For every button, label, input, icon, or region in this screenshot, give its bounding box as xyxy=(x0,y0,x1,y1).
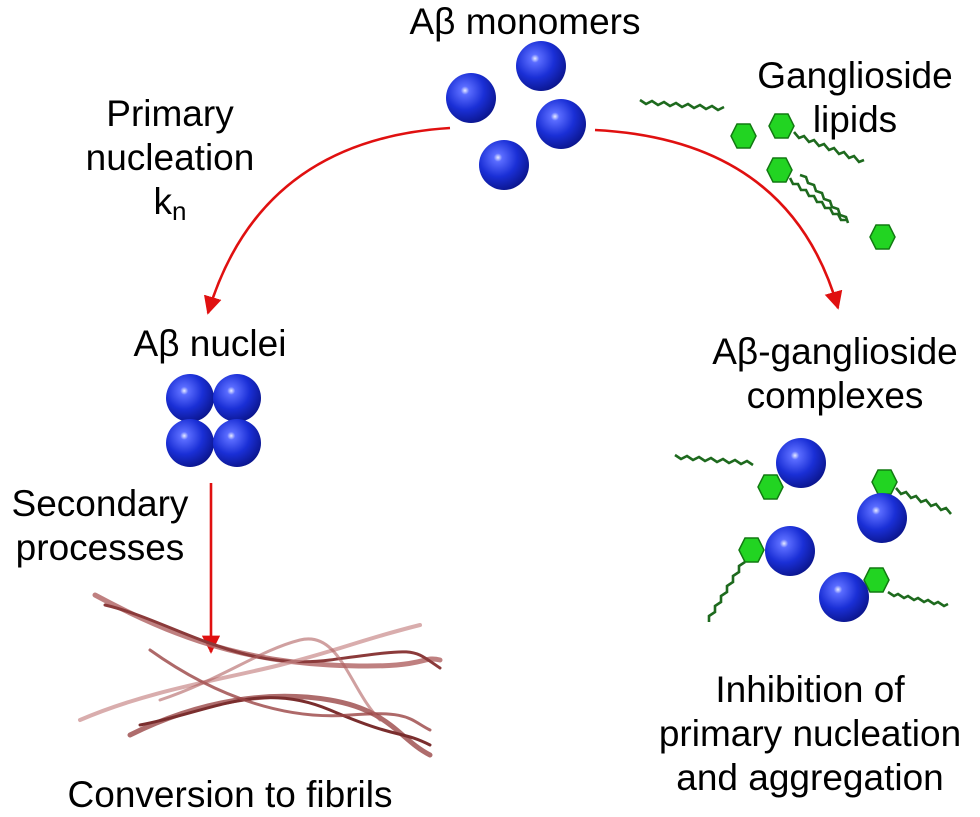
nuclei-cluster xyxy=(166,374,261,467)
nucleus-sphere-icon xyxy=(166,374,214,422)
ganglioside-icon xyxy=(639,98,757,149)
ganglioside-icon xyxy=(799,173,896,250)
ganglioside-label: Ganglioside lipids xyxy=(730,54,980,142)
complexes-label: Aβ-ganglioside complexes xyxy=(690,330,980,418)
inhibition-line1: Inhibition of xyxy=(715,669,905,710)
primary-nucleation-line1: Primary xyxy=(106,93,234,134)
complex-icon xyxy=(857,469,952,543)
ganglioside-icon xyxy=(766,157,846,222)
fibrils-icon xyxy=(78,592,443,758)
monomer-cluster xyxy=(446,41,586,190)
monomer-sphere-icon xyxy=(536,99,586,149)
primary-nucleation-line2: nucleation xyxy=(85,137,255,178)
nuclei-label: Aβ nuclei xyxy=(133,323,287,364)
ganglioside-binding-arrow xyxy=(594,128,843,310)
ganglioside-label-line1: Ganglioside xyxy=(757,55,953,96)
primary-nucleation-label: Primary nucleation kn xyxy=(60,92,280,224)
ganglioside-lipids xyxy=(639,98,896,250)
secondary-line2: processes xyxy=(15,527,185,568)
complex-icon xyxy=(707,526,815,622)
complexes-cluster xyxy=(674,438,952,622)
secondary-processes-label: Secondary processes xyxy=(0,482,200,570)
inhibition-line3: and aggregation xyxy=(676,757,944,798)
nucleus-sphere-icon xyxy=(213,374,261,422)
complex-icon xyxy=(674,438,826,500)
ganglioside-icon xyxy=(768,113,865,164)
monomer-sphere-icon xyxy=(516,41,566,91)
secondary-line1: Secondary xyxy=(11,483,189,524)
complexes-line2: complexes xyxy=(746,375,924,416)
ganglioside-label-line2: lipids xyxy=(812,99,898,140)
monomers-label: Aβ monomers xyxy=(409,1,641,42)
rate-subscript: n xyxy=(172,196,187,226)
complexes-line1: Aβ-ganglioside xyxy=(712,331,958,372)
inhibition-label: Inhibition of primary nucleation and agg… xyxy=(640,668,980,800)
rate-symbol: k xyxy=(153,181,173,222)
primary-nucleation-arrow xyxy=(204,126,451,315)
fibrils-label: Conversion to fibrils xyxy=(67,774,393,815)
complex-icon xyxy=(819,567,949,622)
nucleus-sphere-icon xyxy=(213,419,261,467)
rate-constant-label: kn xyxy=(60,180,280,224)
inhibition-line2: primary nucleation xyxy=(658,713,962,754)
monomer-sphere-icon xyxy=(446,73,496,123)
nucleus-sphere-icon xyxy=(166,419,214,467)
monomer-sphere-icon xyxy=(479,140,529,190)
